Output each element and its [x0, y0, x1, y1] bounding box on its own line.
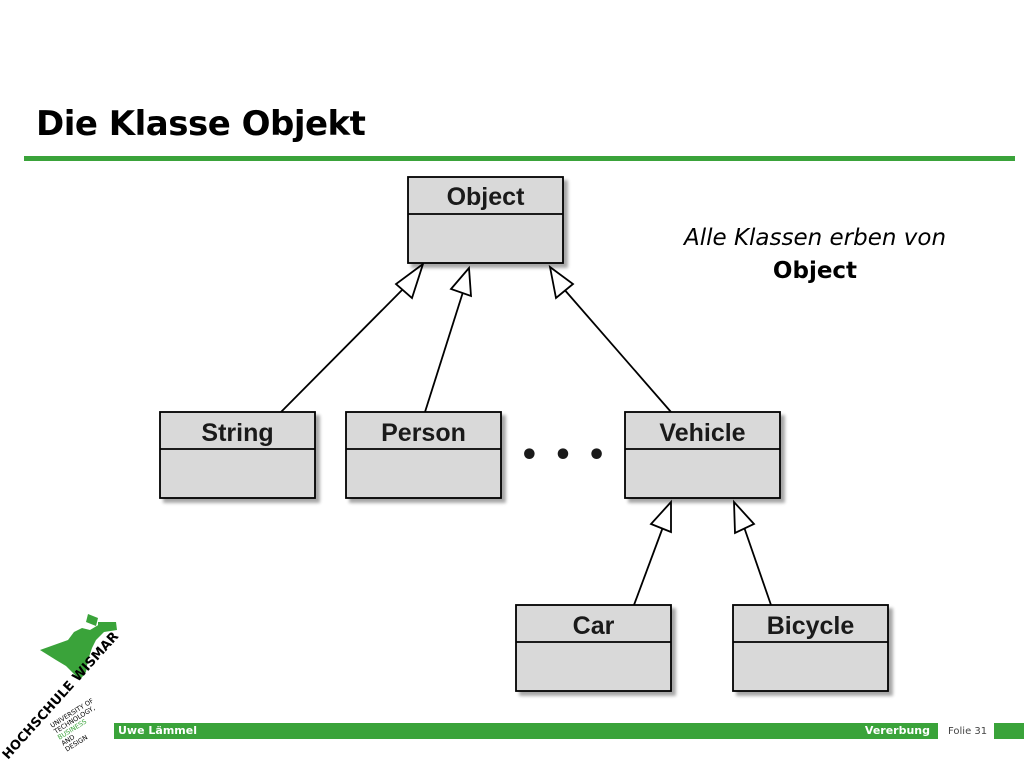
footer-bar [114, 723, 1024, 739]
arrowhead-vehicle-object [548, 264, 575, 300]
class-person [345, 411, 502, 499]
note-line-2: Object [772, 258, 858, 284]
inheritance-lines [280, 282, 772, 606]
class-name-bicycle: Bicycle [767, 612, 855, 640]
edge-string-object [280, 282, 410, 413]
university-logo: HOCHSCHULE WISMAR UNIVERSITY OF TECHNOLO… [0, 614, 120, 763]
class-name-object: Object [447, 183, 525, 211]
footer-topic: Vererbung [864, 724, 930, 737]
class-name-string: String [201, 419, 273, 447]
arrowhead-string-object [394, 261, 425, 300]
edge-vehicle-object [562, 287, 672, 413]
arrowheads [394, 261, 756, 535]
class-name-person: Person [381, 419, 466, 447]
title-divider [24, 156, 1015, 161]
footer-page-box [938, 723, 994, 739]
arrowhead-person-object [449, 265, 472, 298]
logo-figure-icon [40, 614, 117, 680]
footer-page-number: Folie 31 [948, 726, 988, 737]
edge-person-object [424, 291, 464, 413]
edge-car-vehicle [633, 526, 664, 606]
slide-note: Alle Klassen erben von Object [640, 222, 990, 288]
note-line-1: Alle Klassen erben von [683, 225, 947, 251]
arrowhead-car-vehicle [649, 499, 672, 534]
class-object [407, 176, 564, 264]
class-name-car: Car [573, 612, 615, 640]
class-car [515, 604, 672, 692]
class-string [159, 411, 316, 499]
footer-author: Uwe Lämmel [118, 724, 197, 737]
edge-bicycle-vehicle [743, 526, 772, 606]
arrowhead-bicycle-vehicle [733, 499, 756, 535]
slide-title: Die Klasse Objekt [36, 104, 366, 144]
ellipsis: • • • [520, 438, 608, 473]
class-bicycle [732, 604, 889, 692]
class-name-vehicle: Vehicle [659, 419, 745, 447]
class-vehicle [624, 411, 781, 499]
